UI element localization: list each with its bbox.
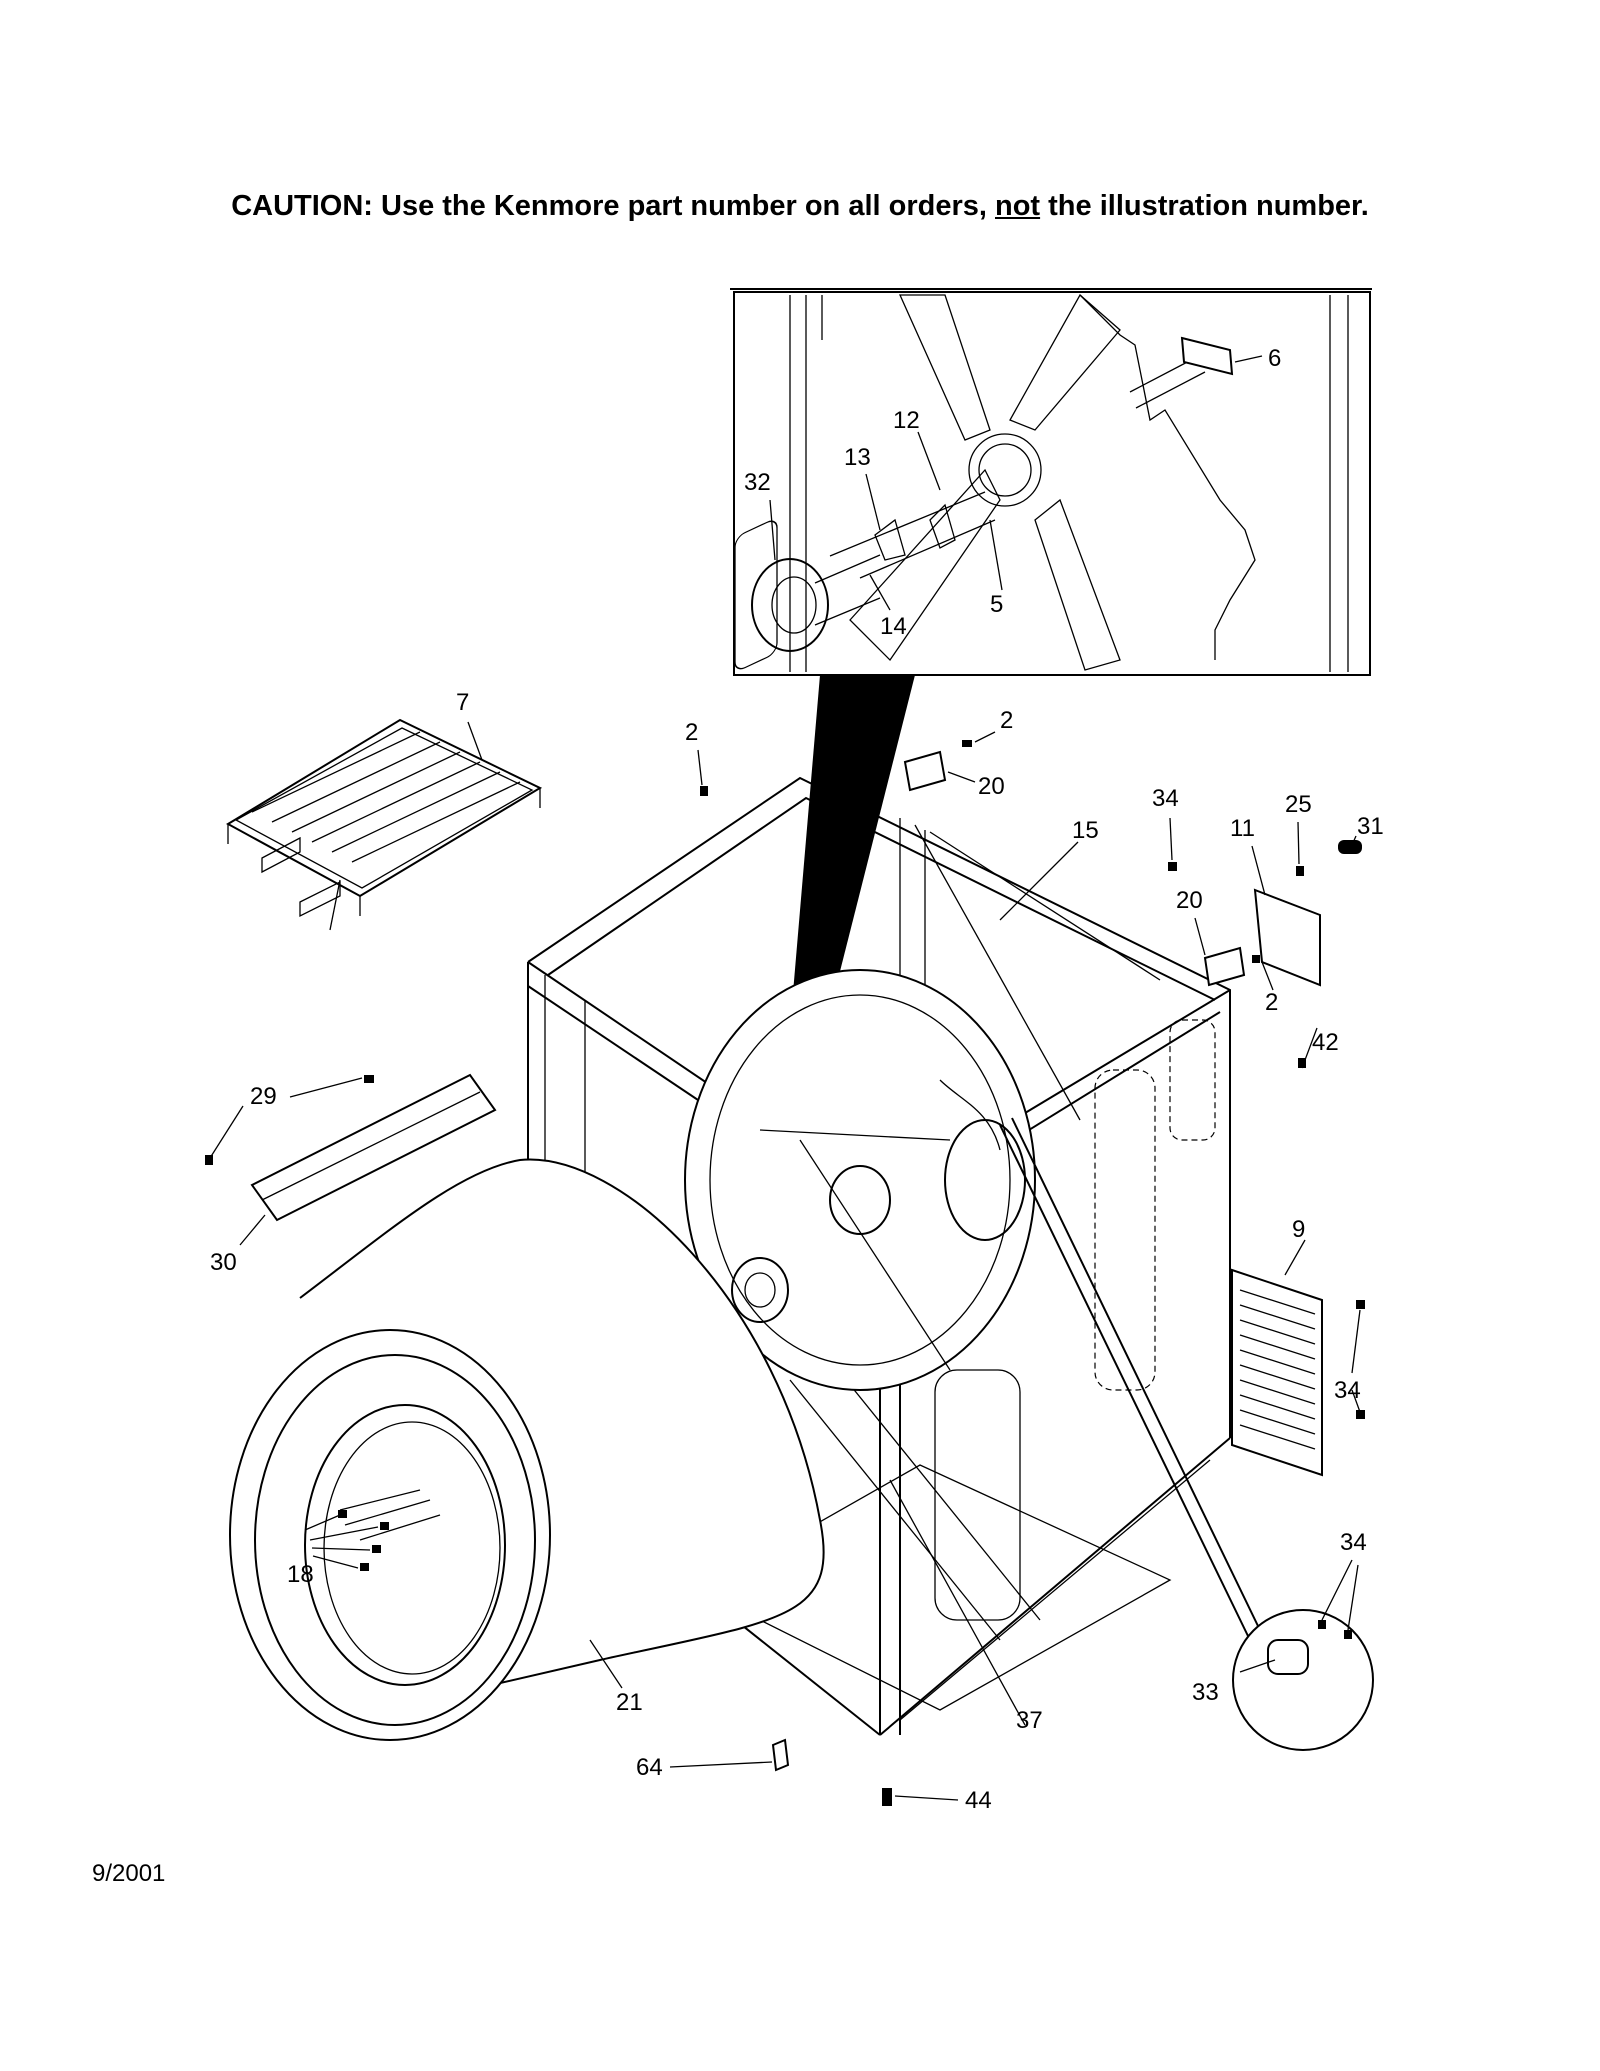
revision-date: 9/2001 [92,1860,166,1887]
callout-44: 44 [965,1787,992,1814]
callout-12: 12 [893,407,920,434]
bracket-20-right [1203,946,1246,987]
callout-42: 42 [1312,1029,1339,1056]
callout-9: 9 [1292,1216,1305,1243]
callout-20-right: 20 [1176,887,1203,914]
callout-2-left: 2 [685,719,698,746]
callout-2-top: 2 [1000,707,1013,734]
bracket-20-top [903,750,947,792]
callout-37: 37 [1016,1707,1043,1734]
callout-2-right: 2 [1265,989,1278,1016]
caution-text-end: the illustration number. [1040,190,1369,222]
caution-text: CAUTION: Use the Kenmore part number on … [231,190,995,222]
callout-34-top: 34 [1152,785,1179,812]
fasteners [205,740,1365,1806]
callout-21: 21 [616,1689,643,1716]
drying-rack [225,718,543,931]
callout-34-bottom: 34 [1340,1529,1367,1556]
callout-29: 29 [250,1083,277,1110]
drum [229,1158,825,1741]
callout-33: 33 [1192,1679,1219,1706]
detail-inset [730,288,1372,676]
back-grille [1231,1268,1323,1477]
bracket-plate [1253,888,1321,987]
lint-trim [250,1073,497,1222]
callout-18: 18 [287,1561,314,1588]
rear-bulkhead [684,969,1036,1391]
caution-note: CAUTION: Use the Kenmore part number on … [0,190,1600,223]
callout-7: 7 [456,689,469,716]
callout-14: 14 [880,613,907,640]
callout-13: 13 [844,444,871,471]
callout-30: 30 [210,1249,237,1276]
callout-5: 5 [990,591,1003,618]
callout-25: 25 [1285,791,1312,818]
callout-11: 11 [1230,815,1255,842]
caution-emphasis: not [995,190,1041,222]
callout-34-right: 34 [1334,1377,1361,1404]
callout-15: 15 [1072,817,1099,844]
clip-64 [771,1738,790,1772]
callout-20-top: 20 [978,773,1005,800]
callout-31: 31 [1357,813,1384,840]
callout-32: 32 [744,469,771,496]
callout-64: 64 [636,1754,663,1781]
callout-6: 6 [1268,345,1281,372]
thermostat-detail [999,1117,1374,1751]
leader-lines [209,355,1361,1801]
